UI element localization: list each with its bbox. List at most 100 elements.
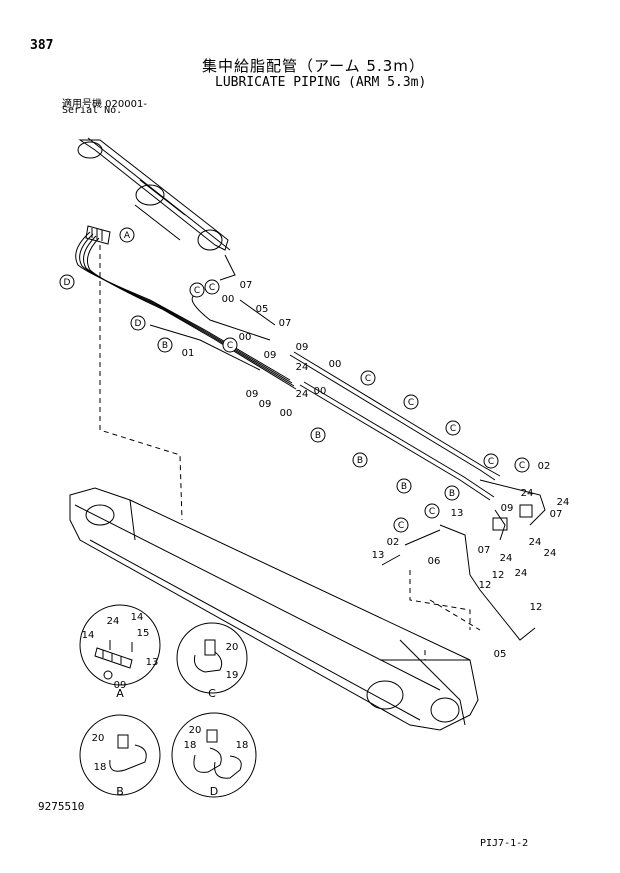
hose-bundle [75, 231, 297, 390]
svg-text:19: 19 [226, 670, 239, 681]
callout-01: 01 [182, 348, 195, 359]
svg-text:C: C [519, 461, 525, 471]
serial-label-english: Serial No. [62, 105, 123, 116]
document-number: 9275510 [38, 800, 85, 813]
callout-05: 05 [256, 304, 269, 315]
callout-24: 24 [296, 389, 309, 400]
callout-11: 12 [530, 602, 543, 613]
callout-10: 07 [478, 545, 491, 556]
svg-text:18: 18 [236, 740, 249, 751]
svg-text:20: 20 [92, 733, 105, 744]
detail-view-a: 24 14 14 15 13 09 A [79, 604, 161, 700]
view-markers: A D D B C C C C C C B B B C C B C C [59, 227, 530, 533]
callout-02: 02 [538, 461, 551, 472]
marker-c: C [222, 337, 238, 353]
callout-07: 06 [428, 556, 441, 567]
page-number: 387 [30, 38, 54, 53]
page-title-japanese: 集中給脂配管（アーム 5.3m） [202, 57, 425, 75]
svg-text:B: B [401, 482, 407, 492]
part-callouts: 07 00 05 07 00 01 09 09 24 00 09 09 24 0… [182, 280, 570, 660]
marker-c: C [204, 279, 220, 295]
marker-a: A [119, 227, 135, 243]
callout-10: 07 [279, 318, 292, 329]
page-title-english: LUBRICATE PIPING (ARM 5.3m) [215, 75, 427, 90]
svg-text:14: 14 [82, 630, 95, 641]
svg-text:13: 13 [146, 657, 159, 668]
svg-text:20: 20 [189, 725, 202, 736]
svg-text:B: B [449, 489, 455, 499]
callout-24: 24 [544, 548, 557, 559]
svg-text:C: C [209, 283, 215, 293]
callout-09: 09 [264, 350, 277, 361]
callout-00: 00 [222, 294, 235, 305]
callout-24: 24 [515, 568, 528, 579]
marker-d: D [130, 315, 146, 331]
svg-text:C: C [408, 398, 414, 408]
detail-label-d: D [210, 785, 218, 798]
callout-11: 12 [479, 580, 492, 591]
marker-b: B [396, 478, 412, 494]
marker-c: C [189, 282, 205, 298]
svg-text:D: D [64, 278, 71, 288]
marker-c: C [514, 457, 530, 473]
callout-24: 24 [557, 497, 570, 508]
svg-text:24: 24 [107, 616, 120, 627]
callout-12: 13 [451, 508, 464, 519]
svg-text:C: C [488, 457, 494, 467]
guide-lines [99, 245, 481, 660]
callout-24: 24 [521, 488, 534, 499]
svg-text:A: A [124, 231, 131, 241]
svg-text:B: B [357, 456, 363, 466]
marker-c: C [424, 503, 440, 519]
svg-text:C: C [365, 374, 371, 384]
marker-c: C [445, 420, 461, 436]
callout-11: 12 [492, 570, 505, 581]
svg-text:18: 18 [94, 762, 107, 773]
callout-24: 24 [500, 553, 513, 564]
svg-text:09: 09 [114, 680, 127, 691]
callout-09: 09 [296, 342, 309, 353]
callout-00: 00 [280, 408, 293, 419]
svg-text:B: B [162, 341, 168, 351]
page-code: PIJ7-1-2 [480, 838, 529, 849]
svg-text:C: C [450, 424, 456, 434]
boom-body [69, 487, 479, 731]
detail-view-b: 20 18 B [79, 714, 161, 798]
marker-c: C [403, 394, 419, 410]
callout-24: 24 [296, 362, 309, 373]
grease-block [85, 225, 111, 245]
callout-09: 09 [259, 399, 272, 410]
callout-09: 09 [501, 503, 514, 514]
svg-text:20: 20 [226, 642, 239, 653]
callout-10: 07 [550, 509, 563, 520]
callout-06: 05 [494, 649, 507, 660]
serial-label-japanese: 適用号機 020001- [62, 99, 147, 110]
detail-label-b: B [116, 785, 124, 798]
marker-b: B [157, 337, 173, 353]
callout-00: 00 [329, 359, 342, 370]
end-fittings [381, 479, 546, 641]
svg-text:C: C [398, 521, 404, 531]
main-pipes [149, 294, 501, 501]
marker-c: C [393, 517, 409, 533]
svg-text:D: D [135, 319, 142, 329]
detail-label-a: A [116, 687, 124, 700]
callout-24: 24 [529, 537, 542, 548]
marker-b: B [310, 427, 326, 443]
callout-02: 02 [387, 537, 400, 548]
callout-12: 13 [372, 550, 385, 561]
svg-text:C: C [429, 507, 435, 517]
callout-00: 00 [314, 386, 327, 397]
callout-09: 09 [246, 389, 259, 400]
svg-text:B: B [315, 431, 321, 441]
marker-c: C [483, 453, 499, 469]
marker-d: D [59, 274, 75, 290]
svg-text:C: C [227, 341, 233, 351]
marker-b: B [444, 485, 460, 501]
marker-c: C [360, 370, 376, 386]
detail-label-c: C [208, 687, 216, 700]
marker-b: B [352, 452, 368, 468]
callout-10: 07 [240, 280, 253, 291]
svg-text:18: 18 [184, 740, 197, 751]
